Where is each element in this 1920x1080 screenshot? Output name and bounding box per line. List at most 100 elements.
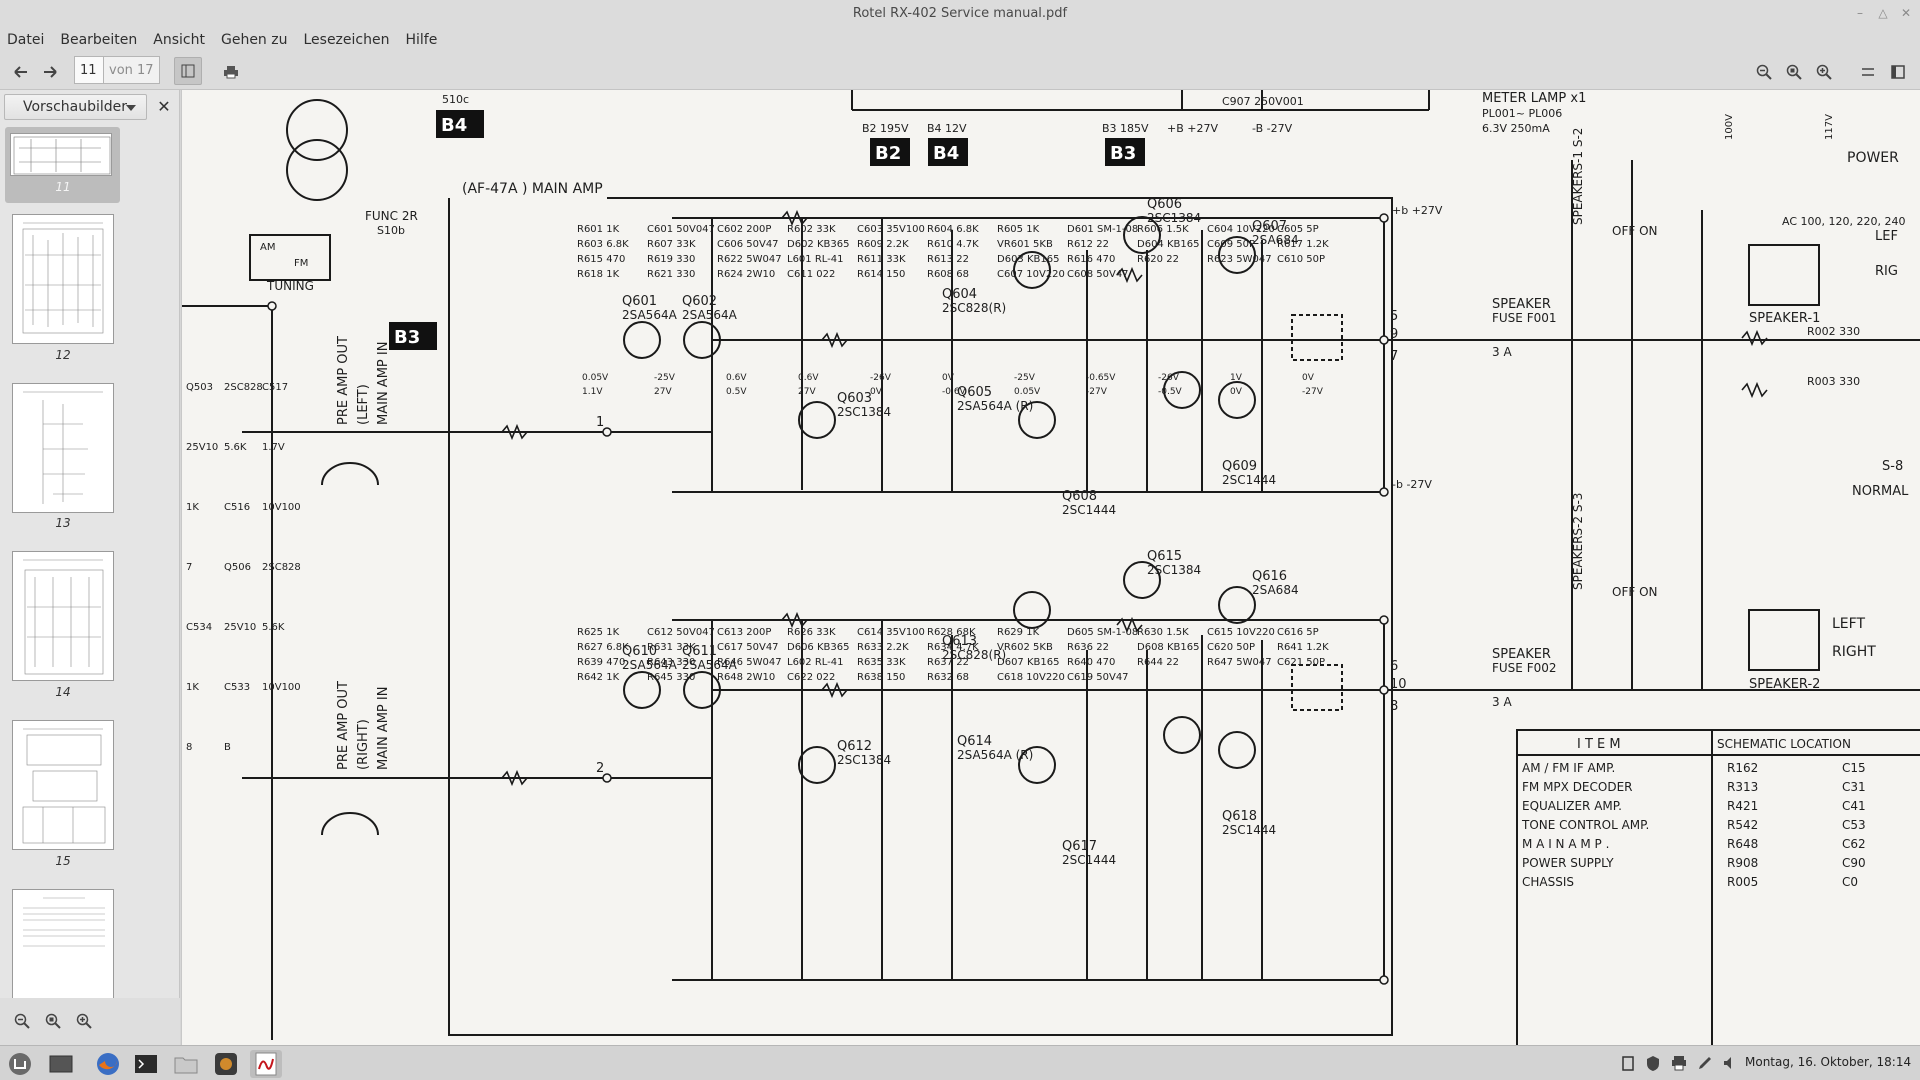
component-label: R614 150 bbox=[857, 269, 905, 280]
voltage-label: -26V bbox=[870, 373, 892, 383]
show-desktop-button[interactable] bbox=[45, 1050, 77, 1078]
sidebar-toggle-button[interactable] bbox=[174, 57, 202, 85]
table-cell: EQUALIZER AMP. bbox=[1522, 799, 1622, 813]
component-label: C620 50P bbox=[1207, 642, 1255, 653]
node-number: 2 bbox=[596, 761, 604, 776]
pen-icon[interactable] bbox=[1697, 1055, 1713, 1071]
thumb-zoom-reset-button[interactable] bbox=[43, 1011, 63, 1031]
func-label: FUNC 2R bbox=[365, 209, 418, 223]
transistor-type: 2SC1384 bbox=[1147, 563, 1201, 577]
shield-icon[interactable] bbox=[1645, 1055, 1661, 1071]
component-label: C614 35V100 bbox=[857, 627, 925, 638]
component-label: R642 1K bbox=[577, 672, 620, 683]
transistor-type: 2SA564A bbox=[682, 658, 738, 672]
print-button[interactable] bbox=[220, 61, 242, 83]
voltage-label: -26V bbox=[1158, 373, 1180, 383]
transistor-label: Q603 bbox=[837, 391, 872, 406]
thumbnail-page-14[interactable] bbox=[12, 551, 114, 681]
maximize-icon[interactable]: △ bbox=[1878, 6, 1888, 20]
table-cell: C62 bbox=[1842, 837, 1866, 851]
document-viewer-task[interactable] bbox=[250, 1050, 282, 1078]
component-label: R627 6.8K bbox=[577, 642, 629, 653]
volume-icon[interactable] bbox=[1722, 1055, 1738, 1071]
fit-width-button[interactable] bbox=[1857, 61, 1879, 83]
menu-go[interactable]: Gehen zu bbox=[220, 32, 288, 48]
thumb-zoom-out-button[interactable] bbox=[12, 1011, 32, 1031]
linux-mint-icon bbox=[9, 1053, 31, 1075]
media-player-icon bbox=[215, 1053, 237, 1075]
thumbnail-label: 12 bbox=[55, 348, 71, 362]
sidebar-mode-select[interactable]: Vorschaubilder bbox=[4, 94, 147, 120]
thumbnail-page-13[interactable] bbox=[12, 383, 114, 513]
voltage-label: -0.65V bbox=[1086, 373, 1116, 383]
side-label: 117V bbox=[1824, 114, 1835, 140]
page-number-input[interactable] bbox=[74, 56, 104, 84]
menu-bar: Datei Bearbeiten Ansicht Gehen zu Leseze… bbox=[0, 27, 1920, 53]
clock[interactable]: Montag, 16. Oktober, 18:14 bbox=[1745, 1055, 1912, 1069]
transistor-type: 2SA564A bbox=[682, 308, 738, 322]
component-label: R623 5W047 bbox=[1207, 254, 1272, 265]
speaker-terminal-label: SPEAKER-1 bbox=[1749, 311, 1820, 326]
zoom-out-icon bbox=[1756, 64, 1772, 80]
menu-file[interactable]: Datei bbox=[7, 32, 45, 48]
fit-page-icon bbox=[1891, 65, 1905, 79]
component-label: R648 2W10 bbox=[717, 672, 775, 683]
thumbnail-list[interactable]: 11 12 13 bbox=[0, 124, 180, 998]
menu-bookmarks[interactable]: Lesezeichen bbox=[303, 32, 390, 48]
files-launcher[interactable] bbox=[170, 1050, 202, 1078]
thumbnail-page-11[interactable] bbox=[10, 133, 112, 176]
zoom-reset-button[interactable] bbox=[1783, 61, 1805, 83]
component-label: C607 10V220 bbox=[997, 269, 1065, 280]
left-partial-label: 25V10 bbox=[186, 442, 218, 453]
speaker-terminal-right: RIGHT bbox=[1832, 644, 1876, 660]
node-number: 10 bbox=[1390, 677, 1407, 692]
clipboard-icon[interactable] bbox=[1620, 1055, 1636, 1071]
folder-icon bbox=[174, 1057, 198, 1074]
component-label: R618 1K bbox=[577, 269, 620, 280]
component-label: R644 22 bbox=[1137, 657, 1179, 668]
component-label: R646 5W047 bbox=[717, 657, 782, 668]
transistor-label: Q614 bbox=[957, 734, 992, 749]
previous-page-button[interactable] bbox=[10, 61, 32, 83]
minimize-icon[interactable]: – bbox=[1857, 6, 1863, 20]
component-label: C606 50V47 bbox=[717, 239, 779, 250]
zoom-in-button[interactable] bbox=[1813, 61, 1835, 83]
next-page-button[interactable] bbox=[39, 61, 61, 83]
fit-page-button[interactable] bbox=[1887, 61, 1909, 83]
menu-edit[interactable]: Bearbeiten bbox=[60, 32, 138, 48]
firefox-launcher[interactable] bbox=[92, 1050, 124, 1078]
component-label: R645 330 bbox=[647, 672, 695, 683]
zoom-reset-icon bbox=[1786, 64, 1802, 80]
sidebar: Vorschaubilder ✕ 11 12 bbox=[0, 90, 180, 1045]
media-launcher[interactable] bbox=[210, 1050, 242, 1078]
table-header: I T E M bbox=[1577, 737, 1621, 752]
menu-help[interactable]: Hilfe bbox=[405, 32, 438, 48]
sidebar-zoom-bar bbox=[0, 998, 180, 1045]
table-cell: R542 bbox=[1727, 818, 1758, 832]
thumb-zoom-in-button[interactable] bbox=[74, 1011, 94, 1031]
component-label: R601 1K bbox=[577, 224, 620, 235]
thumbnail-page-15[interactable] bbox=[12, 720, 114, 850]
voltage-label: 1.1V bbox=[582, 387, 603, 397]
am-label: AM bbox=[260, 242, 275, 253]
menu-view[interactable]: Ansicht bbox=[153, 32, 205, 48]
close-icon[interactable]: ✕ bbox=[1900, 6, 1912, 20]
supply-minus: -B -27V bbox=[1252, 122, 1293, 135]
sidebar-close-button[interactable]: ✕ bbox=[155, 97, 173, 116]
menu-button[interactable] bbox=[4, 1050, 36, 1078]
meter-lamp-label: PL001~ PL006 bbox=[1482, 107, 1562, 120]
firefox-icon bbox=[97, 1053, 119, 1075]
component-label: D601 SM-1-08 bbox=[1067, 224, 1138, 235]
component-label: R643 330 bbox=[647, 657, 695, 668]
printer-icon[interactable] bbox=[1671, 1055, 1687, 1071]
voltage-label: -27V bbox=[1086, 387, 1108, 397]
thumbnail-page-16[interactable] bbox=[12, 889, 114, 998]
terminal-launcher[interactable] bbox=[130, 1050, 162, 1078]
pre-amp-right-label: (RIGHT) bbox=[356, 719, 371, 770]
table-cell: R421 bbox=[1727, 799, 1758, 813]
thumbnail-page-12[interactable] bbox=[12, 214, 114, 344]
toolbar: von 17 bbox=[0, 53, 1920, 90]
speaker-switch-label: SPEAKERS-2 S-3 bbox=[1571, 493, 1585, 590]
zoom-out-button[interactable] bbox=[1753, 61, 1775, 83]
